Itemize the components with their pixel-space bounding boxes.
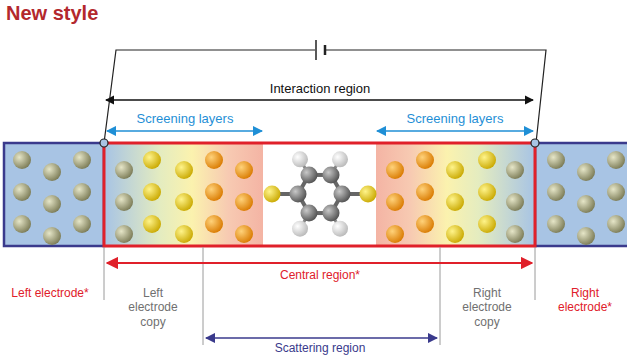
- atom: [115, 161, 133, 179]
- atom: [446, 193, 464, 211]
- atom: [547, 151, 565, 169]
- atom: [577, 195, 595, 213]
- atom: [175, 193, 193, 211]
- carbon-atom: [334, 186, 351, 203]
- atom: [386, 225, 404, 243]
- molecule-gap: [263, 144, 376, 245]
- region-label: Screening layers: [120, 111, 250, 127]
- atom: [478, 183, 496, 201]
- atom: [235, 161, 253, 179]
- sulfur-atom: [264, 186, 281, 203]
- atom: [205, 215, 223, 233]
- atom: [446, 225, 464, 243]
- screening-layer: [105, 144, 263, 245]
- atom: [143, 183, 161, 201]
- title: New style: [6, 2, 98, 25]
- atom: [235, 225, 253, 243]
- guide-line: [104, 247, 535, 345]
- atom: [506, 225, 524, 243]
- atom: [607, 151, 625, 169]
- atom: [13, 151, 31, 169]
- sulfur-atom: [360, 186, 377, 203]
- atom: [143, 151, 161, 169]
- carbon-atom: [323, 166, 340, 183]
- contact-dot: [531, 139, 539, 147]
- atom: [577, 163, 595, 181]
- atom: [115, 193, 133, 211]
- electrode-label: Right electrode*: [550, 286, 620, 315]
- atom: [205, 183, 223, 201]
- atom: [73, 151, 91, 169]
- hydrogen-atom: [292, 221, 308, 237]
- right-electrode: [535, 143, 627, 246]
- molecule: [264, 151, 377, 236]
- central-arrow: [107, 262, 532, 264]
- region-label: Scattering region: [240, 341, 400, 355]
- region-label: Interaction region: [240, 81, 400, 97]
- atom: [115, 225, 133, 243]
- atom: [386, 161, 404, 179]
- contact-dot: [100, 139, 108, 147]
- atom: [13, 183, 31, 201]
- atom: [13, 215, 31, 233]
- atom: [506, 161, 524, 179]
- carbon-atom: [290, 186, 307, 203]
- atom: [43, 195, 61, 213]
- atom: [205, 151, 223, 169]
- atom: [43, 163, 61, 181]
- atom: [416, 183, 434, 201]
- atom: [235, 193, 253, 211]
- atom: [478, 215, 496, 233]
- electrode-label: Right electrode copy: [452, 286, 522, 329]
- atom: [607, 215, 625, 233]
- atom: [386, 193, 404, 211]
- screening-layer: [376, 144, 534, 245]
- atom: [547, 215, 565, 233]
- atom: [43, 227, 61, 245]
- atom: [143, 215, 161, 233]
- left-electrode: [4, 143, 104, 246]
- atom: [547, 183, 565, 201]
- screening-arrow: [377, 130, 533, 132]
- battery-wire: [104, 40, 546, 143]
- interaction-arrow: [106, 99, 533, 100]
- central-region-box: [104, 143, 535, 246]
- atom: [607, 183, 625, 201]
- region-label: Screening layers: [390, 111, 520, 127]
- hydrogen-atom: [292, 151, 308, 167]
- atom: [416, 151, 434, 169]
- atom: [577, 227, 595, 245]
- atom: [446, 161, 464, 179]
- atom: [175, 225, 193, 243]
- electrode-label: Left electrode copy: [118, 286, 188, 329]
- atom: [175, 161, 193, 179]
- hydrogen-atom: [332, 221, 348, 237]
- hydrogen-atom: [332, 151, 348, 167]
- atom: [73, 215, 91, 233]
- atom: [478, 151, 496, 169]
- region-label: Central region*: [240, 268, 400, 282]
- carbon-atom: [301, 166, 318, 183]
- carbon-atom: [301, 205, 318, 222]
- atom: [506, 193, 524, 211]
- atom: [73, 183, 91, 201]
- carbon-atom: [323, 205, 340, 222]
- electrode-label: Left electrode*: [10, 286, 90, 300]
- scattering-arrow: [206, 337, 437, 339]
- screening-arrow: [107, 130, 262, 132]
- atom: [416, 215, 434, 233]
